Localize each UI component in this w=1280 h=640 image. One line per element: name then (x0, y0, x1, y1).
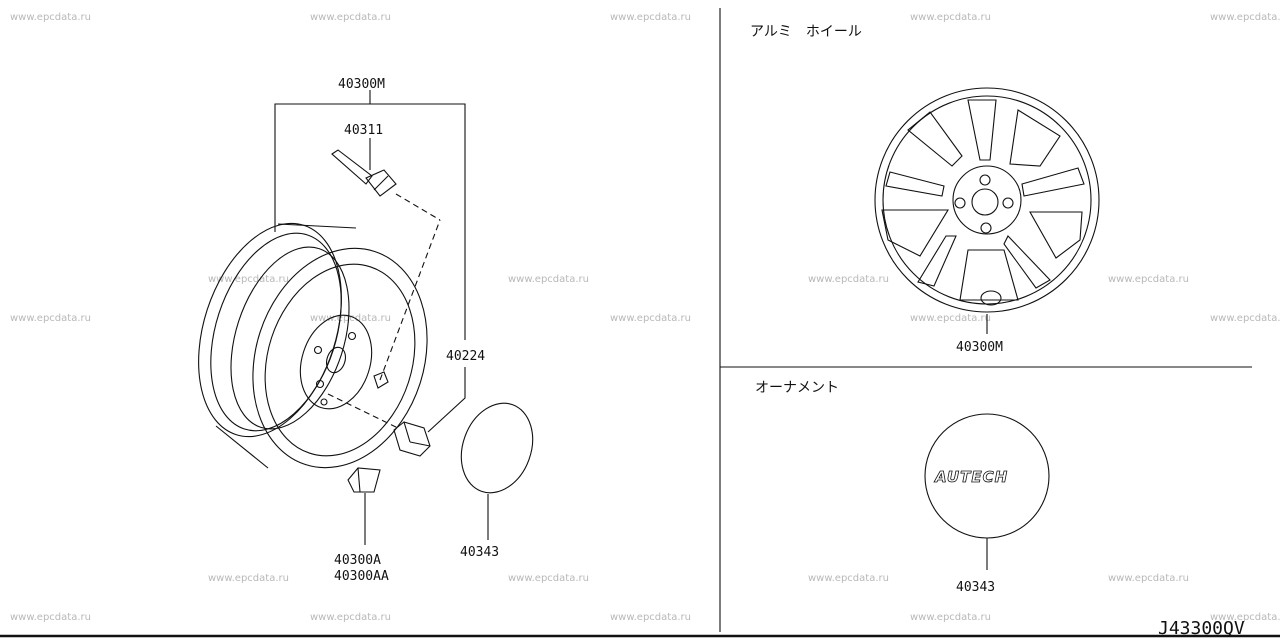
right-bottom-panel: オーナメント AUTECH 40343 (755, 380, 1050, 595)
valve-40311-drawing (331, 149, 441, 221)
watermark: www.epcdata.ru (1210, 612, 1280, 623)
watermark: www.epcdata.ru (508, 274, 589, 285)
watermark: www.epcdata.ru (508, 573, 589, 584)
watermark: www.epcdata.ru (1108, 274, 1189, 285)
watermark: www.epcdata.ru (208, 573, 289, 584)
ornament-emblem-drawing: AUTECH (924, 413, 1050, 570)
diagram-id: J43300QV (1158, 618, 1245, 639)
panel-dividers (0, 8, 1280, 638)
part-number-40300a[interactable]: 40300A (334, 553, 381, 568)
watermark: www.epcdata.ru (808, 573, 889, 584)
left-panel: 40300M 40311 40224 40343 40300A 40300AA (198, 77, 534, 584)
part-number-40224[interactable]: 40224 (446, 349, 485, 364)
watermark: www.epcdata.ru (310, 313, 391, 324)
watermark: www.epcdata.ru (610, 612, 691, 623)
part-number-40343-ornament[interactable]: 40343 (956, 580, 995, 595)
watermark-layer: www.epcdata.ru www.epcdata.ru www.epcdat… (10, 12, 1280, 623)
autech-emblem-text: AUTECH (934, 468, 1008, 486)
watermark: www.epcdata.ru (10, 612, 91, 623)
part-number-40311[interactable]: 40311 (344, 123, 383, 138)
wheel-cap-40300a-drawing (347, 467, 381, 545)
watermark: www.epcdata.ru (1210, 12, 1280, 23)
wheel-spokes (881, 99, 1085, 301)
panel-title-alloy-wheel: アルミ ホイール (750, 24, 862, 40)
right-top-panel: アルミ ホイール (750, 24, 1100, 355)
watermark: www.epcdata.ru (808, 274, 889, 285)
watermark: www.epcdata.ru (610, 12, 691, 23)
part-number-40300m[interactable]: 40300M (338, 77, 385, 92)
watermark: www.epcdata.ru (910, 12, 991, 23)
watermark: www.epcdata.ru (310, 12, 391, 23)
part-number-40300aa[interactable]: 40300AA (334, 569, 389, 584)
ornament-disc-40343-drawing (460, 402, 534, 540)
watermark: www.epcdata.ru (10, 12, 91, 23)
part-number-40300m-alloy[interactable]: 40300M (956, 340, 1003, 355)
watermark: www.epcdata.ru (1210, 313, 1280, 324)
watermark: www.epcdata.ru (10, 313, 91, 324)
panel-title-ornament: オーナメント (755, 380, 839, 396)
watermark: www.epcdata.ru (610, 313, 691, 324)
steel-wheel-drawing (198, 219, 441, 469)
bracket-40300m (274, 90, 466, 433)
watermark: www.epcdata.ru (310, 612, 391, 623)
watermark: www.epcdata.ru (910, 313, 991, 324)
watermark: www.epcdata.ru (910, 612, 991, 623)
watermark: www.epcdata.ru (208, 274, 289, 285)
part-number-40343[interactable]: 40343 (460, 545, 499, 560)
wheel-nut-40224-drawing (393, 421, 431, 457)
watermark: www.epcdata.ru (1108, 573, 1189, 584)
alloy-wheel-drawing (874, 87, 1100, 334)
